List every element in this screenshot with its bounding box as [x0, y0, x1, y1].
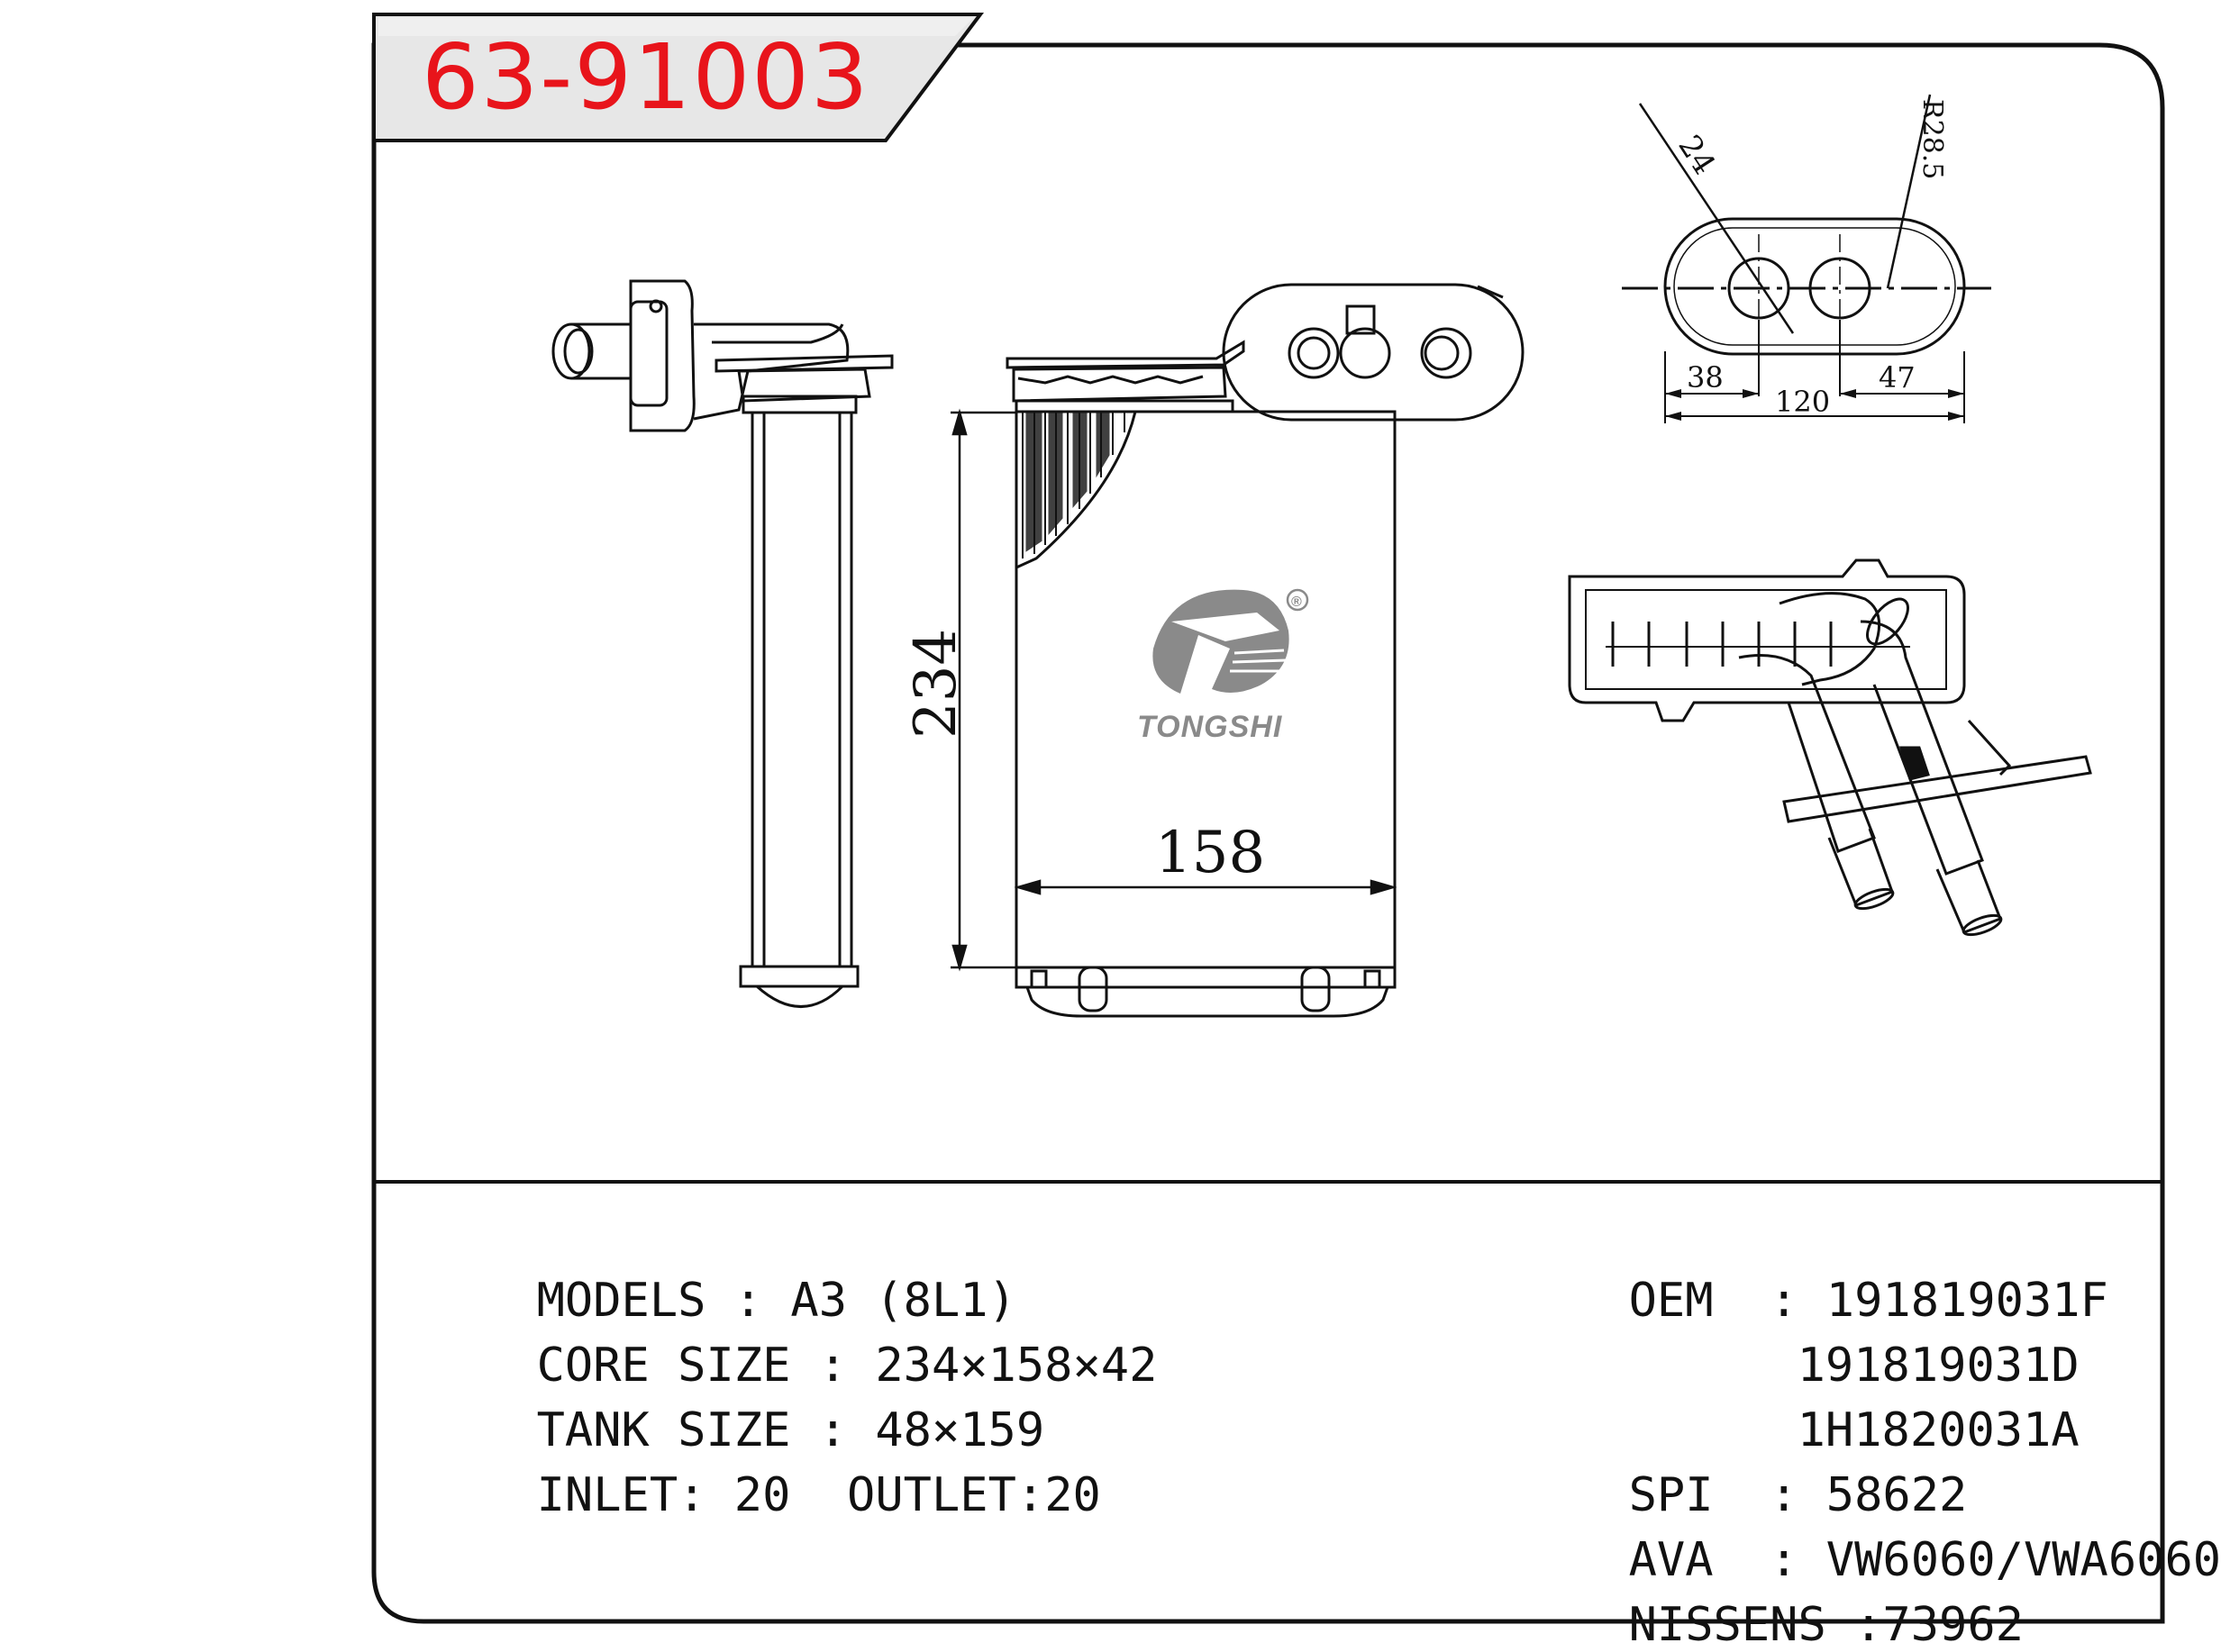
- registered-mark: ®: [1291, 595, 1302, 610]
- outlet-value: 20: [1044, 1468, 1101, 1522]
- spec-oem: OEM : 191819031F: [1572, 1230, 2108, 1324]
- isometric-view: [1568, 558, 2092, 937]
- spec-ava: AVA : VW6060/VWA6060: [1572, 1490, 2221, 1584]
- tank-size-value: 48×159: [875, 1403, 1045, 1457]
- title-banner: [372, 13, 984, 142]
- tank-size-sep: :: [818, 1403, 848, 1457]
- oem-label: OEM: [1628, 1274, 1714, 1328]
- spi-sep: :: [1770, 1468, 1798, 1522]
- outlet-label: OUTLET:: [847, 1468, 1045, 1522]
- oem-value-2: 191819031D: [1797, 1339, 2080, 1393]
- spec-oem-2: 191819031D: [1741, 1295, 2080, 1389]
- hole-dia-label: 24: [1670, 129, 1722, 181]
- width-dimension: [1014, 879, 1397, 895]
- width-label: 158: [1155, 820, 1265, 886]
- core-size-label: CORE SIZE: [536, 1339, 791, 1393]
- spec-core-size: CORE SIZE : 234×158×42: [480, 1295, 1158, 1389]
- tank-right-label: 47: [1879, 360, 1916, 395]
- tongshi-logo: ® TONGSHI: [1137, 588, 1309, 744]
- ava-value: VW6060/VWA6060: [1825, 1533, 2221, 1587]
- core-size-sep: :: [818, 1339, 848, 1393]
- radius-label: R28.5: [1916, 99, 1948, 179]
- spec-inlet-outlet: INLET: 20 OUTLET:20: [480, 1425, 1101, 1519]
- oem-value-3: 1H1820031A: [1797, 1403, 2080, 1457]
- height-label: 234: [903, 629, 969, 739]
- models-label: MODELS: [536, 1274, 706, 1328]
- models-sep: :: [733, 1274, 763, 1328]
- inlet-label: INLET:: [536, 1468, 706, 1522]
- part-number-title: 63-91003: [422, 24, 870, 130]
- nissens-sep: :: [1854, 1598, 1883, 1652]
- oem-sep: :: [1770, 1274, 1798, 1328]
- nissens-value: 73962: [1882, 1598, 2024, 1652]
- spi-value: 58622: [1825, 1468, 1968, 1522]
- ava-sep: :: [1770, 1533, 1798, 1587]
- spec-nissens: NISSENS :73962: [1572, 1555, 2024, 1648]
- side-view: [551, 279, 894, 1008]
- tank-left-label: 38: [1687, 360, 1724, 395]
- height-dimension: [951, 408, 1016, 972]
- inlet-value: 20: [733, 1468, 791, 1522]
- spec-spi: SPI : 58622: [1572, 1425, 1968, 1522]
- drawing-sheet: 234 158 ® TONGSHI: [371, 13, 2165, 1624]
- tank-size-label: TANK SIZE: [536, 1403, 791, 1457]
- oem-value-1: 191819031F: [1825, 1274, 2108, 1328]
- ava-label: AVA: [1628, 1533, 1714, 1587]
- models-value: A3 (8L1): [790, 1274, 1016, 1328]
- core-size-value: 234×158×42: [875, 1339, 1158, 1393]
- sheet-border: [371, 42, 2165, 1624]
- tank-total-label: 120: [1775, 385, 1830, 419]
- front-view: [1006, 283, 1525, 1018]
- tank-top-view: [1622, 94, 1991, 423]
- nissens-label: NISSENS: [1628, 1598, 1826, 1652]
- brand-name: TONGSHI: [1137, 710, 1283, 744]
- spec-oem-3: 1H1820031A: [1741, 1360, 2080, 1454]
- spi-label: SPI: [1628, 1468, 1714, 1522]
- spec-tank-size: TANK SIZE : 48×159: [480, 1360, 1045, 1457]
- spec-models: MODELS : A3 (8L1): [480, 1230, 1016, 1324]
